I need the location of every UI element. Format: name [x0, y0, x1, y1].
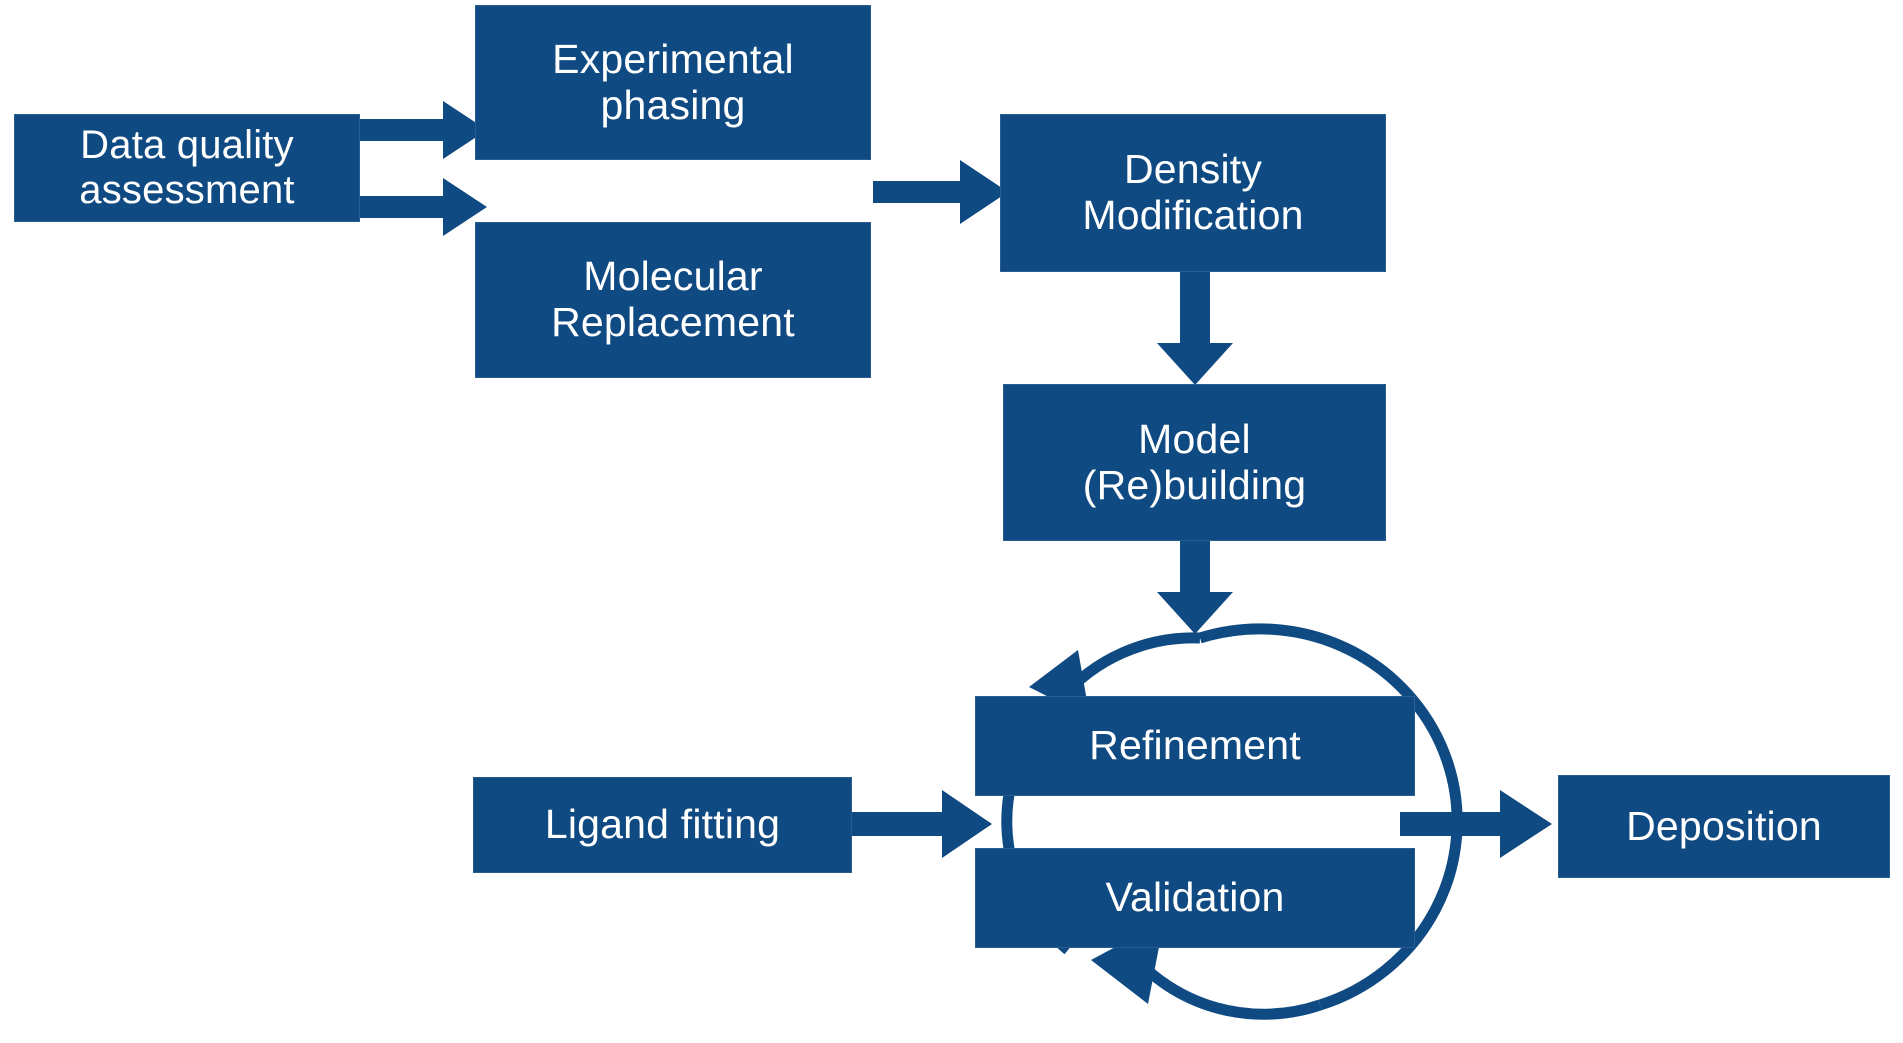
node-validation[interactable]: Validation	[975, 848, 1415, 948]
arrow-dataquality-to-molecularreplacement	[358, 178, 487, 236]
node-experimental-phasing[interactable]: Experimental phasing	[475, 5, 871, 160]
node-density-modification[interactable]: Density Modification	[1000, 114, 1386, 272]
cycle-arc-right	[1198, 623, 1463, 1011]
node-refinement[interactable]: Refinement	[975, 696, 1415, 796]
arrow-phasing-to-densitymodification	[873, 160, 1008, 224]
arrow-dataquality-to-experimentalphasing	[358, 101, 487, 159]
node-label-validation: Validation	[1105, 874, 1285, 921]
arrow-ligandfitting-to-cycle	[852, 790, 992, 858]
node-data-quality-assessment[interactable]: Data quality assessment	[14, 114, 360, 222]
arrow-cycle-to-deposition	[1400, 790, 1552, 858]
node-label-density-modification: Density Modification	[1082, 146, 1304, 238]
node-molecular-replacement[interactable]: Molecular Replacement	[475, 222, 871, 378]
arrow-densitymodification-to-modelrebuilding	[1157, 270, 1233, 385]
node-label-model-rebuilding: Model (Re)building	[1082, 415, 1307, 508]
node-ligand-fitting[interactable]: Ligand fitting	[473, 777, 852, 873]
node-label-molecular-replacement: Molecular Replacement	[551, 253, 795, 345]
node-label-experimental-phasing: Experimental phasing	[552, 35, 794, 128]
arrow-modelrebuilding-to-refinement	[1157, 538, 1233, 634]
node-model-rebuilding[interactable]: Model (Re)building	[1003, 384, 1386, 541]
node-label-refinement: Refinement	[1089, 722, 1301, 769]
node-label-data-quality-assessment: Data quality assessment	[79, 123, 295, 212]
node-deposition[interactable]: Deposition	[1558, 775, 1890, 878]
node-label-ligand-fitting: Ligand fitting	[544, 801, 781, 848]
node-label-deposition: Deposition	[1626, 802, 1822, 849]
